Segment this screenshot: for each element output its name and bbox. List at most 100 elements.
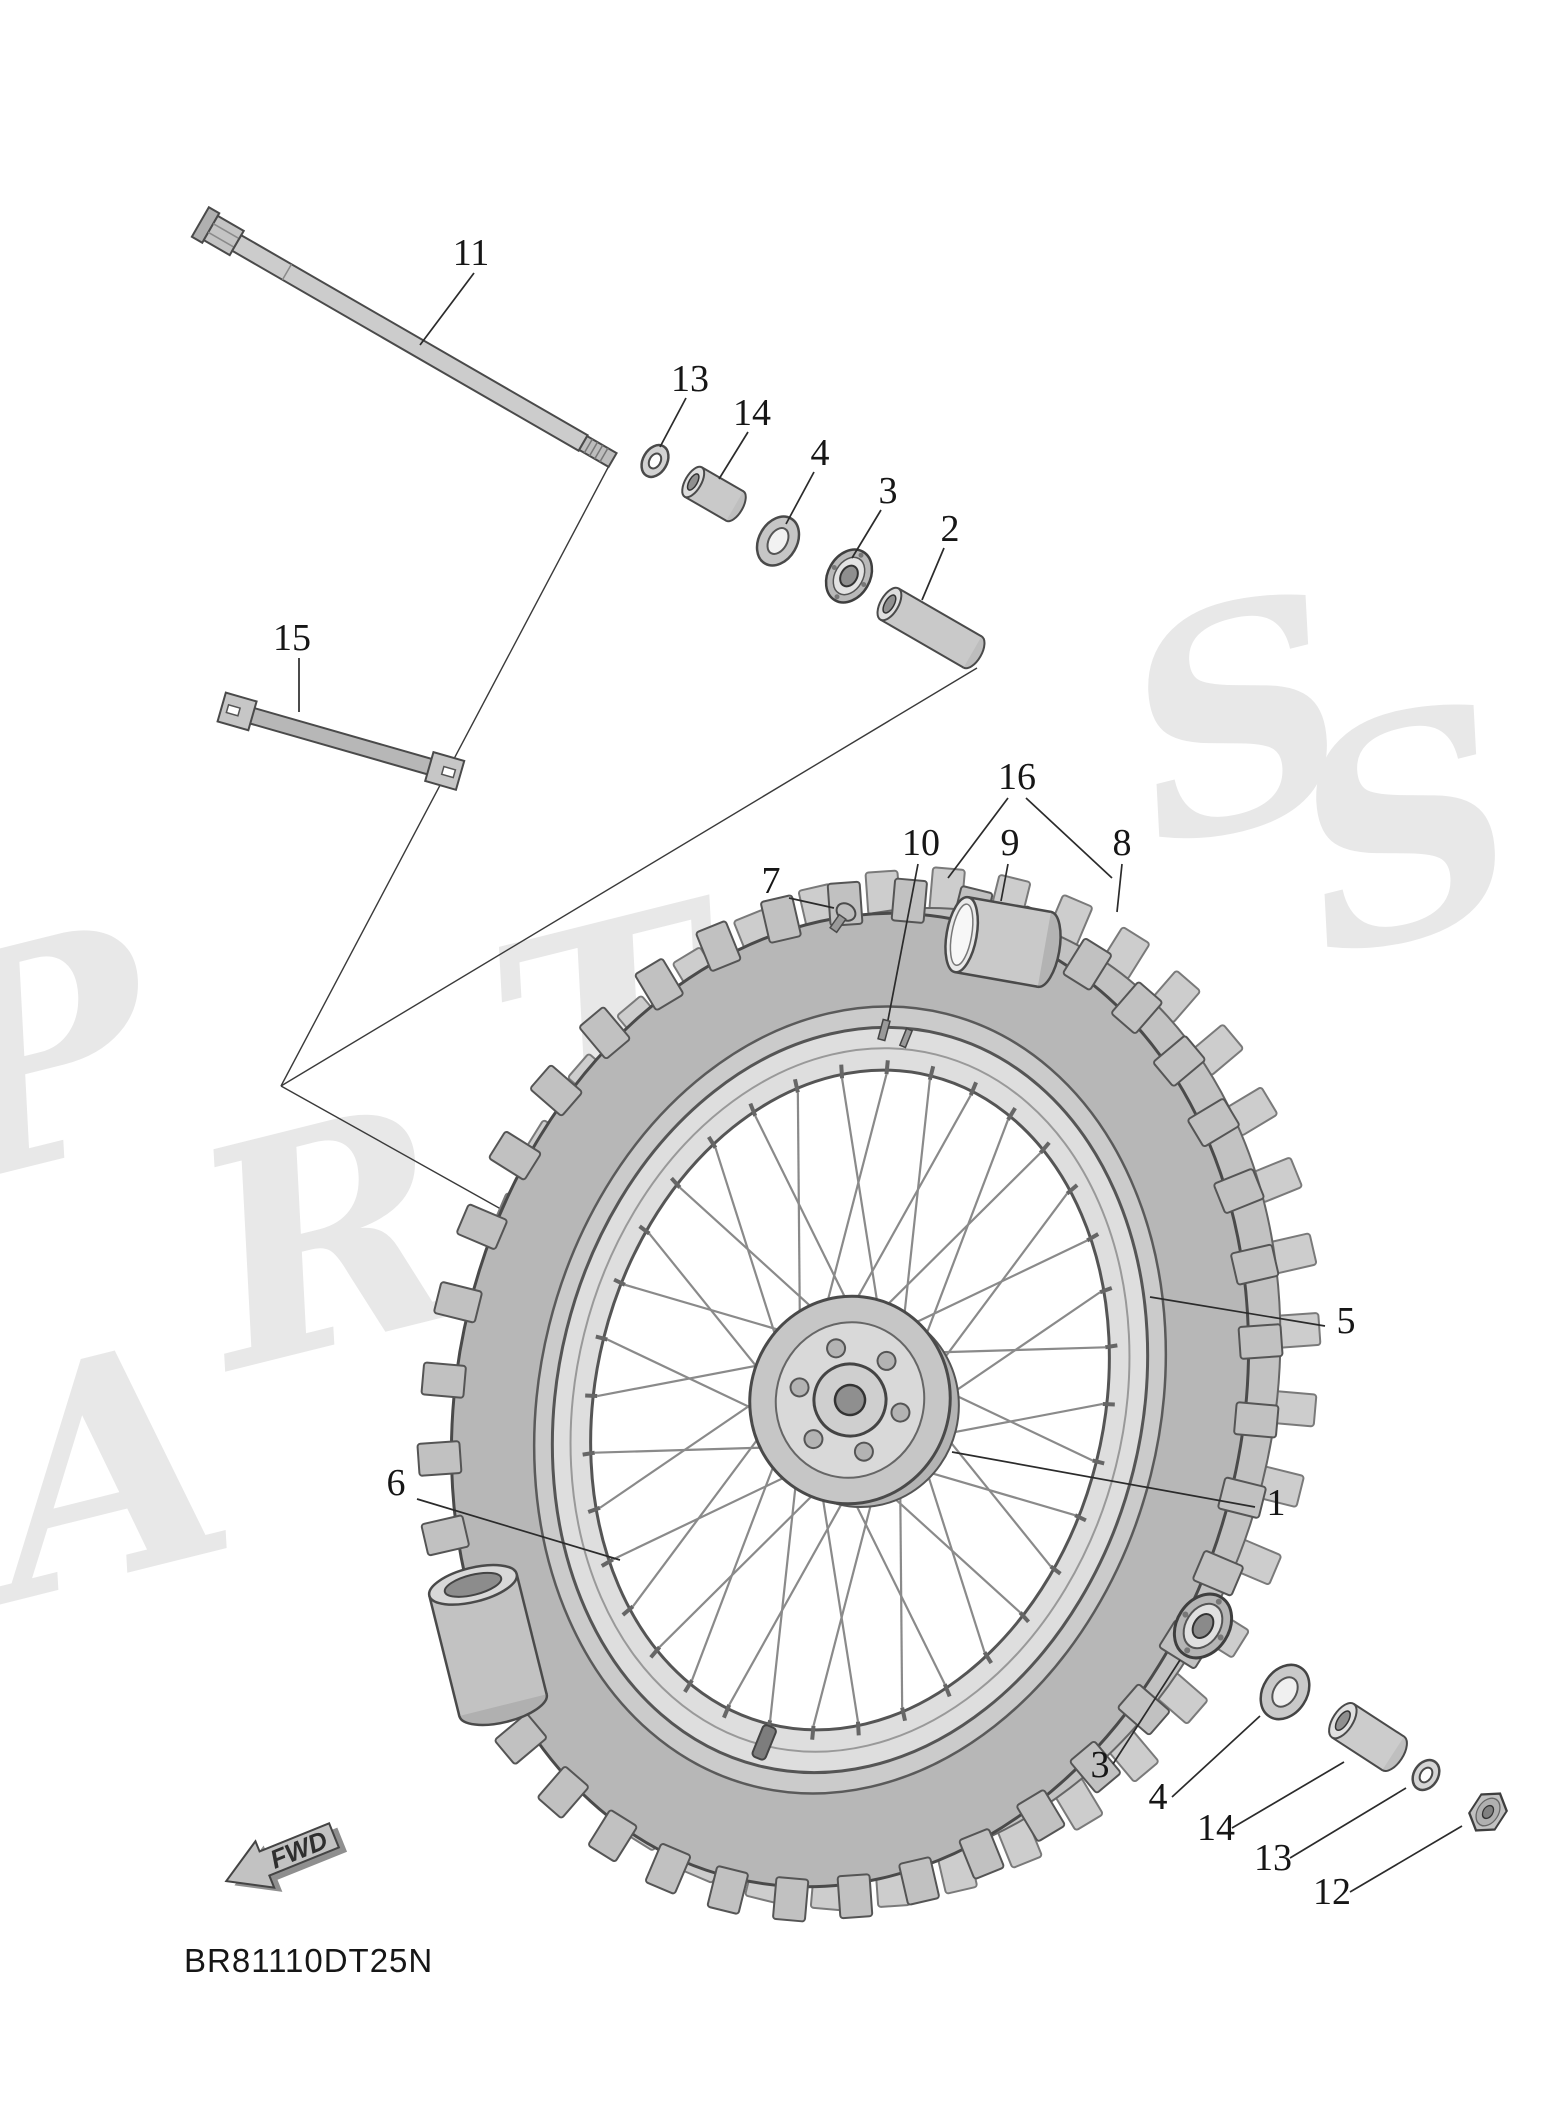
spoke-nipple [1049, 1564, 1062, 1576]
spoke-nipple [1006, 1106, 1017, 1121]
spoke-nipple [683, 1679, 694, 1694]
tire-knob [1069, 1740, 1121, 1794]
shape [1184, 1647, 1191, 1654]
shape [897, 587, 983, 638]
leader-line [785, 471, 815, 525]
shape [1331, 1736, 1383, 1771]
spoke-nipple [1099, 1286, 1113, 1295]
callout-2: 2 [941, 508, 960, 550]
shape [954, 970, 1038, 988]
shape [1182, 1611, 1189, 1618]
leader-line [921, 547, 945, 601]
axle-hole [833, 1383, 867, 1417]
washer [640, 443, 670, 479]
leader-line [416, 1498, 621, 1561]
diagram-code: BR81110DT25N [184, 1942, 433, 1979]
tire-knob [1117, 1683, 1170, 1736]
callout-9: 9 [1001, 822, 1020, 864]
leader-line [1112, 1659, 1181, 1765]
spoke-nipple [1018, 1611, 1031, 1624]
shape [686, 473, 700, 491]
front-wheel-assembly [416, 866, 1322, 1923]
shape [1191, 1613, 1215, 1639]
spoke-nipple [1092, 1458, 1105, 1466]
shape [882, 594, 897, 614]
spoke-nipple [1038, 1141, 1051, 1155]
callout-7: 7 [762, 860, 781, 902]
hub-bolt [876, 1350, 897, 1371]
callout-16: 16 [998, 756, 1036, 798]
leader-line [1231, 1761, 1345, 1829]
callout-10: 10 [902, 822, 940, 864]
hub-bolt [826, 1338, 847, 1359]
shape [281, 263, 293, 281]
tire-knob [416, 1440, 463, 1477]
shape [858, 552, 864, 558]
spoke-nipple [587, 1505, 601, 1514]
shape [235, 703, 447, 780]
callout-14: 14 [733, 392, 771, 434]
spoke-nipple [810, 1725, 816, 1740]
tire-knob [645, 1843, 692, 1895]
tire-knob [890, 877, 928, 924]
shape [428, 1595, 461, 1717]
spoke-nipple [1104, 1343, 1118, 1350]
callout-4: 4 [1149, 1776, 1168, 1818]
spoke-nipple [884, 1060, 890, 1075]
leader-line [718, 431, 749, 480]
spoke-nipple [585, 1393, 598, 1399]
spoke-nipple [722, 1704, 732, 1719]
shape [766, 527, 790, 555]
shape [594, 444, 604, 460]
tire-knob [836, 1873, 874, 1920]
spoke-nipple [595, 1334, 608, 1342]
spoke-nipple [1102, 1401, 1115, 1407]
axle-bracket-tube [427, 1563, 549, 1727]
spoke-nipple [1086, 1232, 1100, 1243]
callout-13: 13 [671, 358, 709, 400]
shape [440, 765, 457, 779]
tire-knob [420, 1514, 470, 1557]
tire-knob [420, 1361, 467, 1399]
callout-15: 15 [273, 617, 311, 659]
callout-13: 13 [1254, 1837, 1292, 1879]
hub-bolt [890, 1402, 911, 1423]
spoke-nipple [982, 1651, 993, 1665]
tire-knob [488, 1131, 542, 1181]
shape [1418, 1766, 1434, 1784]
spoke-nipple [600, 1557, 614, 1568]
collar [681, 465, 747, 523]
rim-band [944, 895, 1062, 989]
spoke-nipple [900, 1707, 907, 1722]
shape [839, 564, 859, 588]
tire-knob [1016, 1789, 1066, 1842]
callout-3: 3 [1091, 1744, 1110, 1786]
watermark-letter: P [0, 855, 200, 1256]
leader-line [1289, 1787, 1407, 1859]
spoke-nipple [1074, 1513, 1087, 1523]
hub-bolt [803, 1429, 824, 1450]
shape [225, 703, 242, 717]
tire-knob [1217, 1476, 1267, 1519]
shape [515, 1573, 548, 1695]
leader-line [947, 797, 1009, 879]
tire-knob [588, 1809, 638, 1862]
watermark-letter: S [1258, 632, 1541, 1027]
collar [1328, 1702, 1408, 1772]
tire-knob [760, 894, 802, 944]
valve-stem [751, 1724, 777, 1761]
leader-line [887, 863, 919, 1021]
spoke-nipple [707, 1135, 718, 1149]
front-wheel-axle [190, 205, 618, 469]
shape [429, 1573, 547, 1717]
shape [834, 594, 840, 600]
spacer-collar [876, 586, 986, 670]
leader-line [1116, 863, 1123, 913]
shape [1353, 1703, 1405, 1738]
shape [207, 231, 235, 248]
spoke-nipple [927, 1065, 936, 1081]
shape [577, 434, 618, 469]
callout-11: 11 [453, 232, 490, 274]
spoke-nipple [613, 1277, 626, 1287]
